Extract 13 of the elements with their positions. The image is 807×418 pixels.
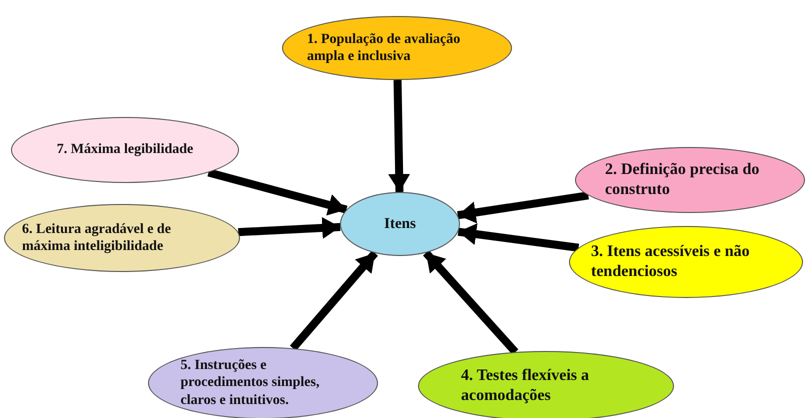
arrow [388, 80, 410, 192]
node-label: 6. Leitura agradável e de máxima inteligibilidade [22, 220, 172, 256]
node-label: Itens [384, 214, 416, 234]
node-label: 3. Itens acessíveis e não tendenciosos [591, 242, 751, 282]
arrow [458, 223, 580, 252]
arrow [207, 168, 348, 216]
node-label: 5. Instruções e procedimentos simples, claros e intuitivos. [180, 356, 320, 410]
node-label: 1. População de avaliação ampla e inclusiva [307, 30, 462, 66]
arrow [457, 191, 589, 224]
node-label: 4. Testes flexíveis a acomodações [461, 366, 590, 406]
node-label: 7. Máxima legibilidade [56, 141, 194, 159]
node-label: 2. Definição precisa do construto [605, 160, 760, 200]
arrow [238, 216, 340, 239]
